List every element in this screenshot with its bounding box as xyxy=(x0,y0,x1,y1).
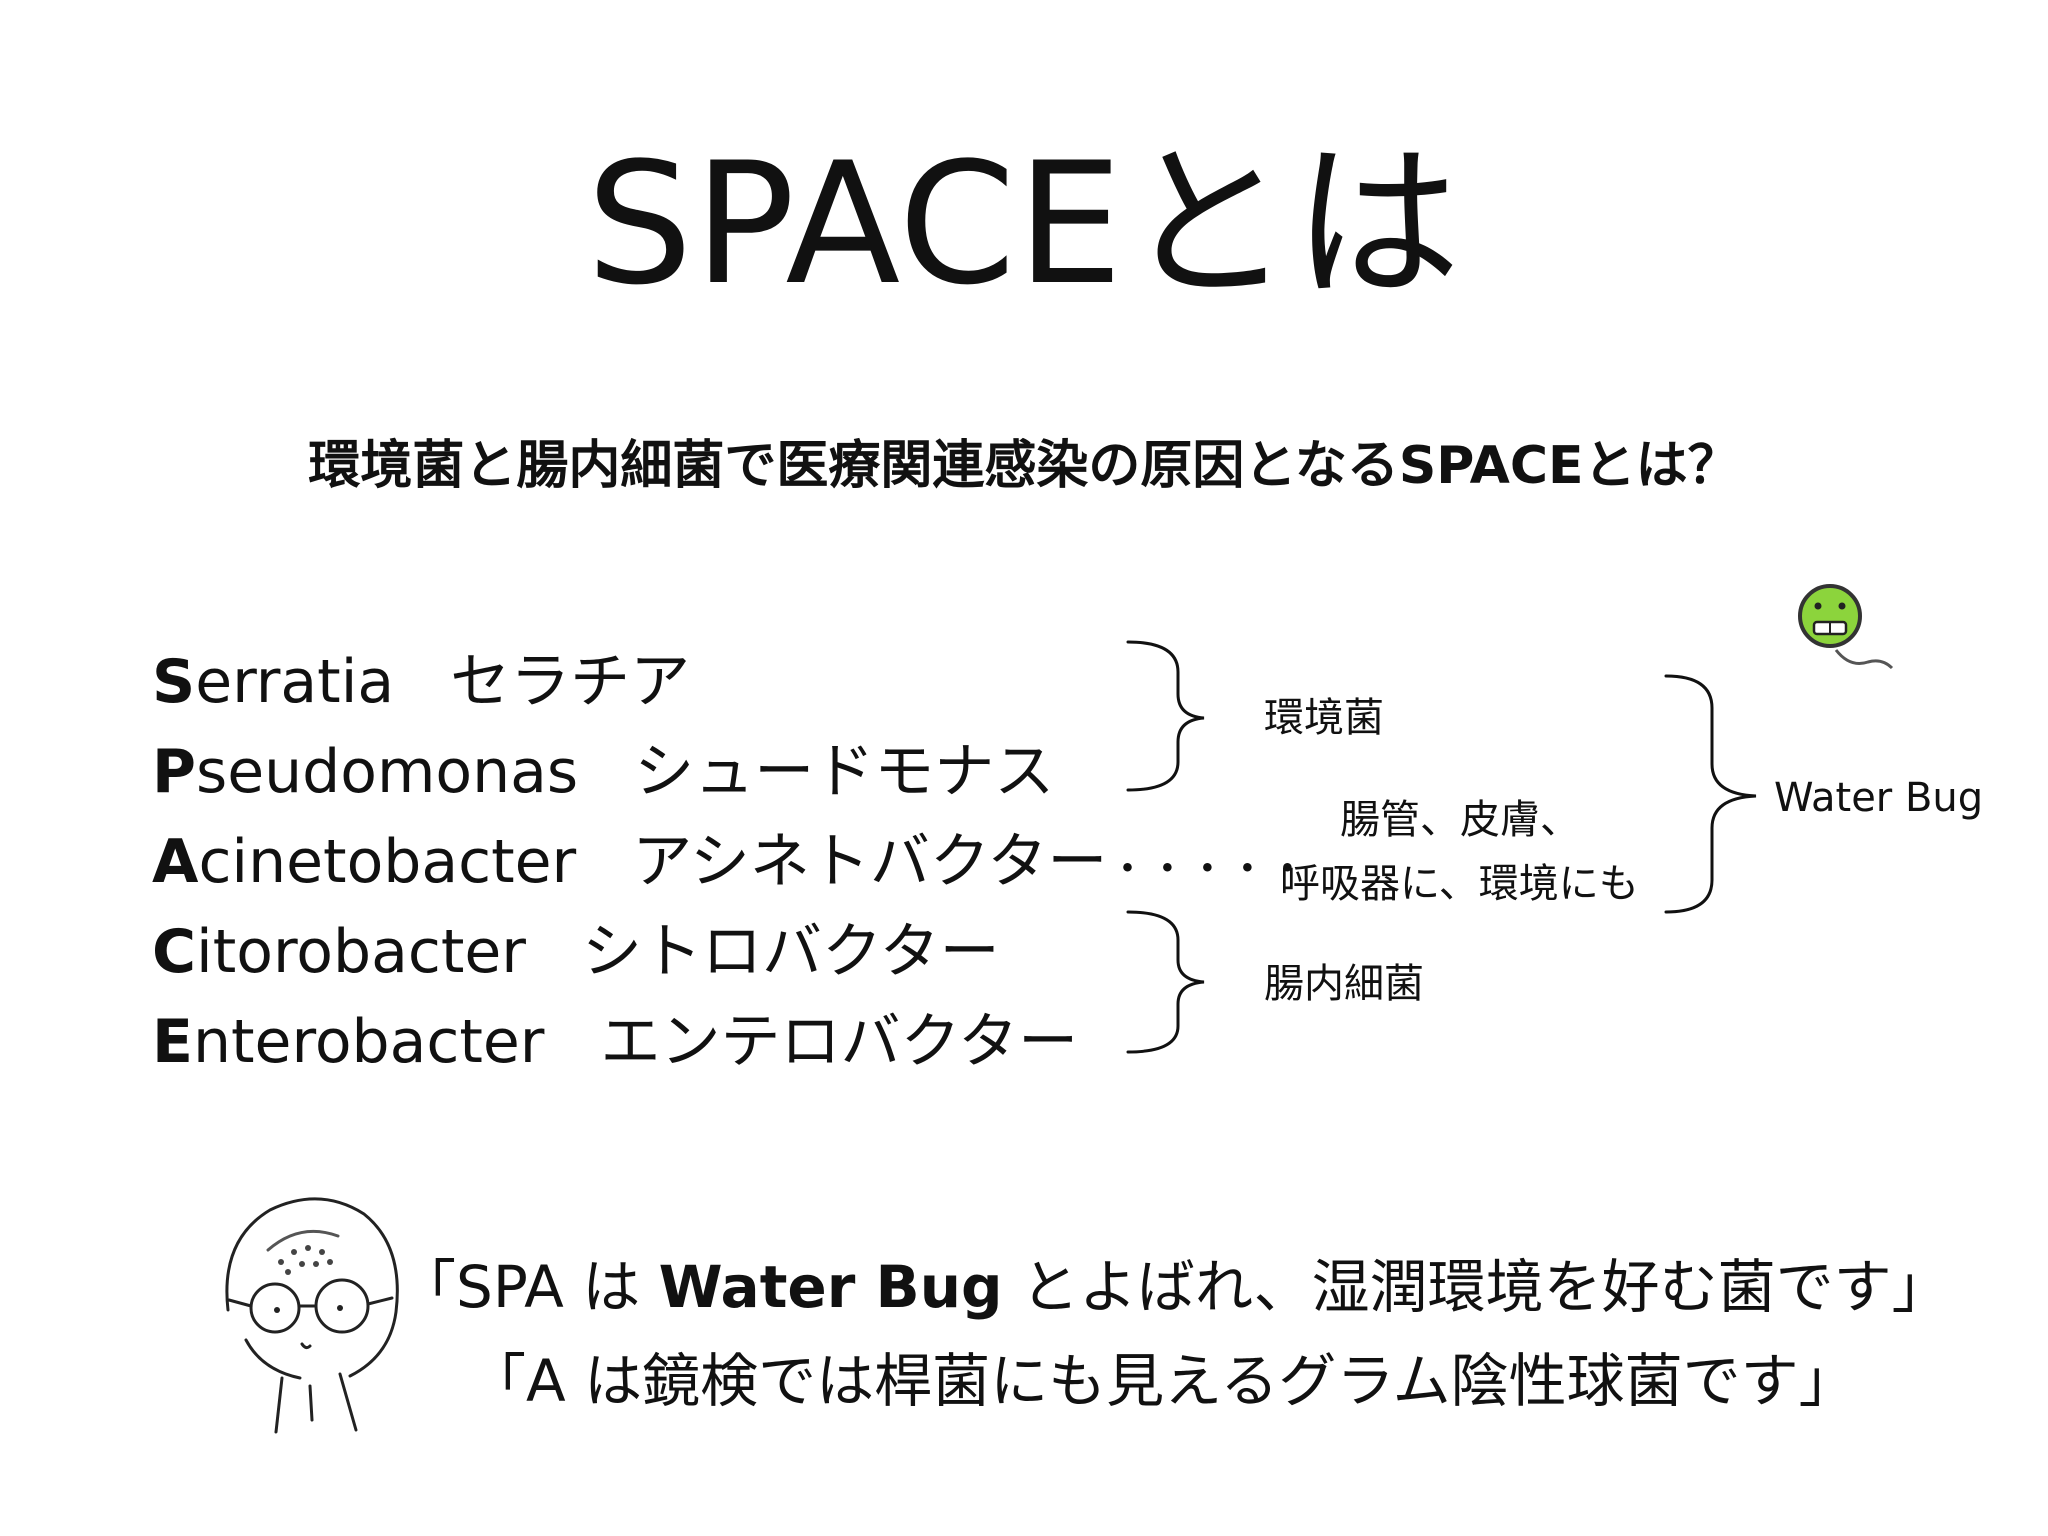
bacteria-katakana: セラチア xyxy=(450,647,691,717)
page-title: SPACEとは xyxy=(586,126,1462,322)
acinetobacter-note-line2: 呼吸器に、環境にも xyxy=(1280,861,1639,907)
water-bug-icon xyxy=(1798,584,1894,670)
subtitle: 環境菌と腸内細菌で医療関連感染の原因となるSPACEとは？ xyxy=(308,436,1740,496)
bacteria-katakana: アシネトバクター xyxy=(632,827,1108,897)
bacteria-latin-rest: seudomonas xyxy=(195,737,579,807)
acinetobacter-note-line1: 腸管、皮膚、 xyxy=(1340,797,1580,843)
group-label-environmental: 環境菌 xyxy=(1264,695,1384,741)
quote-acinetobacter: 「A は鏡検では桿菌にも見えるグラム陰性球菌です」 xyxy=(468,1347,1857,1415)
quote-close: とよばれ、湿潤環境を好む菌です」 xyxy=(1002,1253,1950,1321)
bacteria-initial: P xyxy=(152,737,196,807)
quote-open: 「SPA は xyxy=(398,1253,659,1321)
bacteria-katakana: シトロバクター xyxy=(581,917,1000,987)
bacteria-initial: S xyxy=(152,647,196,717)
quote-spa-water-bug: 「SPA は Water Bug とよばれ、湿潤環境を好む菌です」 xyxy=(398,1258,1950,1316)
bacteria-initial: A xyxy=(152,827,199,897)
bacteria-initial: C xyxy=(152,917,197,987)
group-label-intestinal: 腸内細菌 xyxy=(1264,961,1424,1007)
bacteria-initial: E xyxy=(152,1007,193,1077)
bacteria-dots: ・・・・・ xyxy=(1107,846,1308,892)
bacteria-katakana: シュードモナス xyxy=(634,737,1055,807)
quote-emphasis: Water Bug xyxy=(658,1253,1003,1321)
group-label-water-bug: Water Bug xyxy=(1774,775,1984,821)
bacteria-latin-rest: erratia xyxy=(195,647,395,717)
bacteria-latin-rest: nterobacter xyxy=(193,1007,545,1077)
brace-water-bug xyxy=(1664,674,1757,914)
character-with-glasses-icon xyxy=(225,1197,399,1434)
bacteria-latin-rest: cinetobacter xyxy=(198,827,577,897)
bacteria-katakana: エンテロバクター xyxy=(600,1007,1079,1077)
brace-intestinal xyxy=(1126,910,1205,1054)
bacteria-latin-rest: itorobacter xyxy=(196,917,526,987)
brace-environmental xyxy=(1126,640,1205,792)
